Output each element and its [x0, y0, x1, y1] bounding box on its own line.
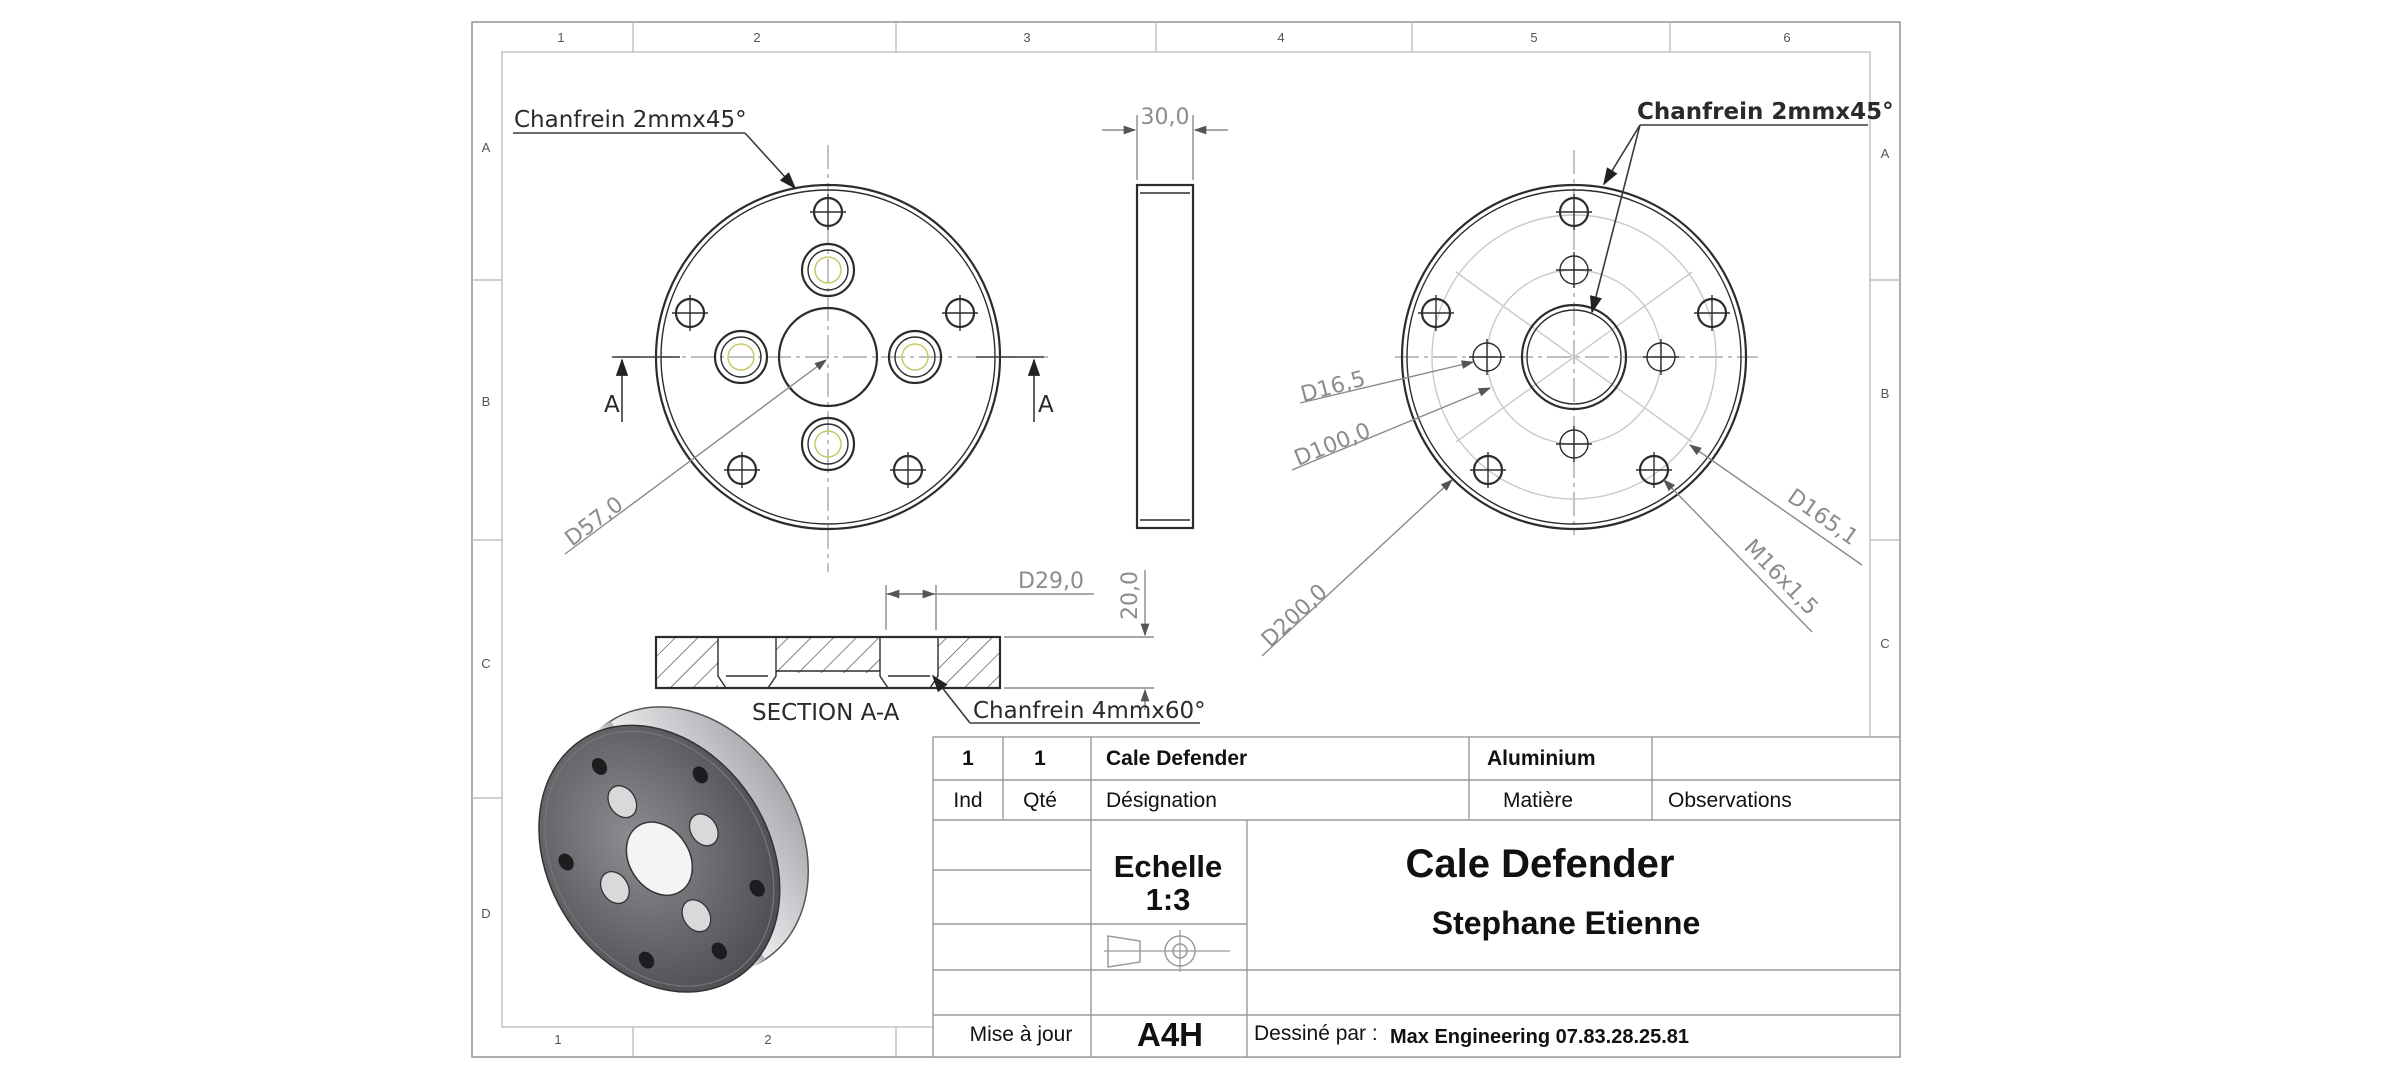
isometric-view	[538, 706, 810, 993]
tb-observations-header: Observations	[1668, 789, 1792, 812]
tb-designation-value: Cale Defender	[1106, 747, 1247, 770]
zone-row-right-C: C	[1880, 636, 1889, 651]
tb-material-header: Matière	[1503, 789, 1573, 812]
chamfer-note-front: Chanfrein 2mmx45°	[514, 107, 747, 133]
title-block	[932, 736, 1901, 1058]
dim-d200: D200,0	[1257, 580, 1333, 653]
section-mark-left: A	[604, 392, 620, 418]
zone-row-A: A	[482, 140, 491, 155]
counterbore-hole-left	[713, 329, 769, 385]
tb-ind-value: 1	[962, 747, 974, 770]
counterbore-hole-right	[887, 329, 943, 385]
section-label: SECTION A-A	[752, 700, 900, 726]
dim-thickness: 30,0	[1141, 105, 1190, 130]
tb-qty-header: Qté	[1023, 789, 1057, 812]
zone-col-2: 2	[753, 30, 760, 45]
chamfer-note-section: Chanfrein 4mmx60°	[973, 698, 1206, 724]
zone-col-3: 3	[1023, 30, 1030, 45]
tb-format: A4H	[1137, 1016, 1203, 1053]
tb-title: Cale Defender	[1406, 842, 1675, 886]
zone-col-6: 6	[1783, 30, 1790, 45]
back-outer-holes	[1418, 194, 1730, 488]
tb-designation-header: Désignation	[1106, 789, 1217, 812]
zone-bottom-col-1: 1	[554, 1032, 561, 1047]
tb-ind-header: Ind	[953, 789, 982, 812]
tb-author: Stephane Etienne	[1432, 905, 1701, 941]
zone-row-D: D	[481, 906, 490, 921]
side-view	[1102, 115, 1228, 530]
tb-drawn-by-label: Dessiné par :	[1254, 1022, 1378, 1045]
section-view	[654, 570, 1200, 724]
section-mark-right: A	[1038, 392, 1054, 418]
counterbore-hole-top	[800, 242, 856, 298]
tb-drawn-by-value: Max Engineering 07.83.28.25.81	[1390, 1026, 1689, 1048]
zone-row-right-A: A	[1881, 146, 1890, 161]
zone-col-5: 5	[1530, 30, 1537, 45]
dim-d57: D57,0	[561, 492, 629, 552]
zone-row-right-B: B	[1881, 386, 1890, 401]
tb-scale-value: 1:3	[1146, 882, 1191, 917]
back-inner-holes	[1469, 252, 1679, 462]
zone-col-4: 4	[1277, 30, 1284, 45]
back-view	[1261, 124, 1868, 657]
tb-scale-label: Echelle	[1114, 849, 1223, 884]
chamfer-leader-front	[513, 132, 797, 190]
counterbore-hole-bottom	[800, 416, 856, 472]
front-view	[564, 145, 1048, 572]
zone-col-1: 1	[557, 30, 564, 45]
dim-d100: D100,0	[1291, 418, 1374, 471]
zone-row-C: C	[481, 656, 490, 671]
chamfer-note-back: Chanfrein 2mmx45°	[1637, 99, 1894, 125]
zone-bottom-col-2: 2	[764, 1032, 771, 1047]
projection-symbol-icon	[1104, 930, 1230, 972]
tb-material-value: Aluminium	[1487, 747, 1596, 770]
dim-d29: D29,0	[1018, 569, 1084, 594]
dim-h20: 20,0	[1118, 571, 1143, 620]
small-holes	[672, 194, 978, 488]
tb-update-label: Mise à jour	[970, 1023, 1073, 1046]
zone-row-B: B	[482, 394, 491, 409]
tb-qty-value: 1	[1034, 747, 1046, 770]
zone-labels: 1 2 3 4 5 6 1 2 A B C D A B C	[481, 30, 1889, 1047]
dim-thread: M16x1,5	[1739, 535, 1823, 621]
dim-d16: D16,5	[1298, 367, 1368, 408]
